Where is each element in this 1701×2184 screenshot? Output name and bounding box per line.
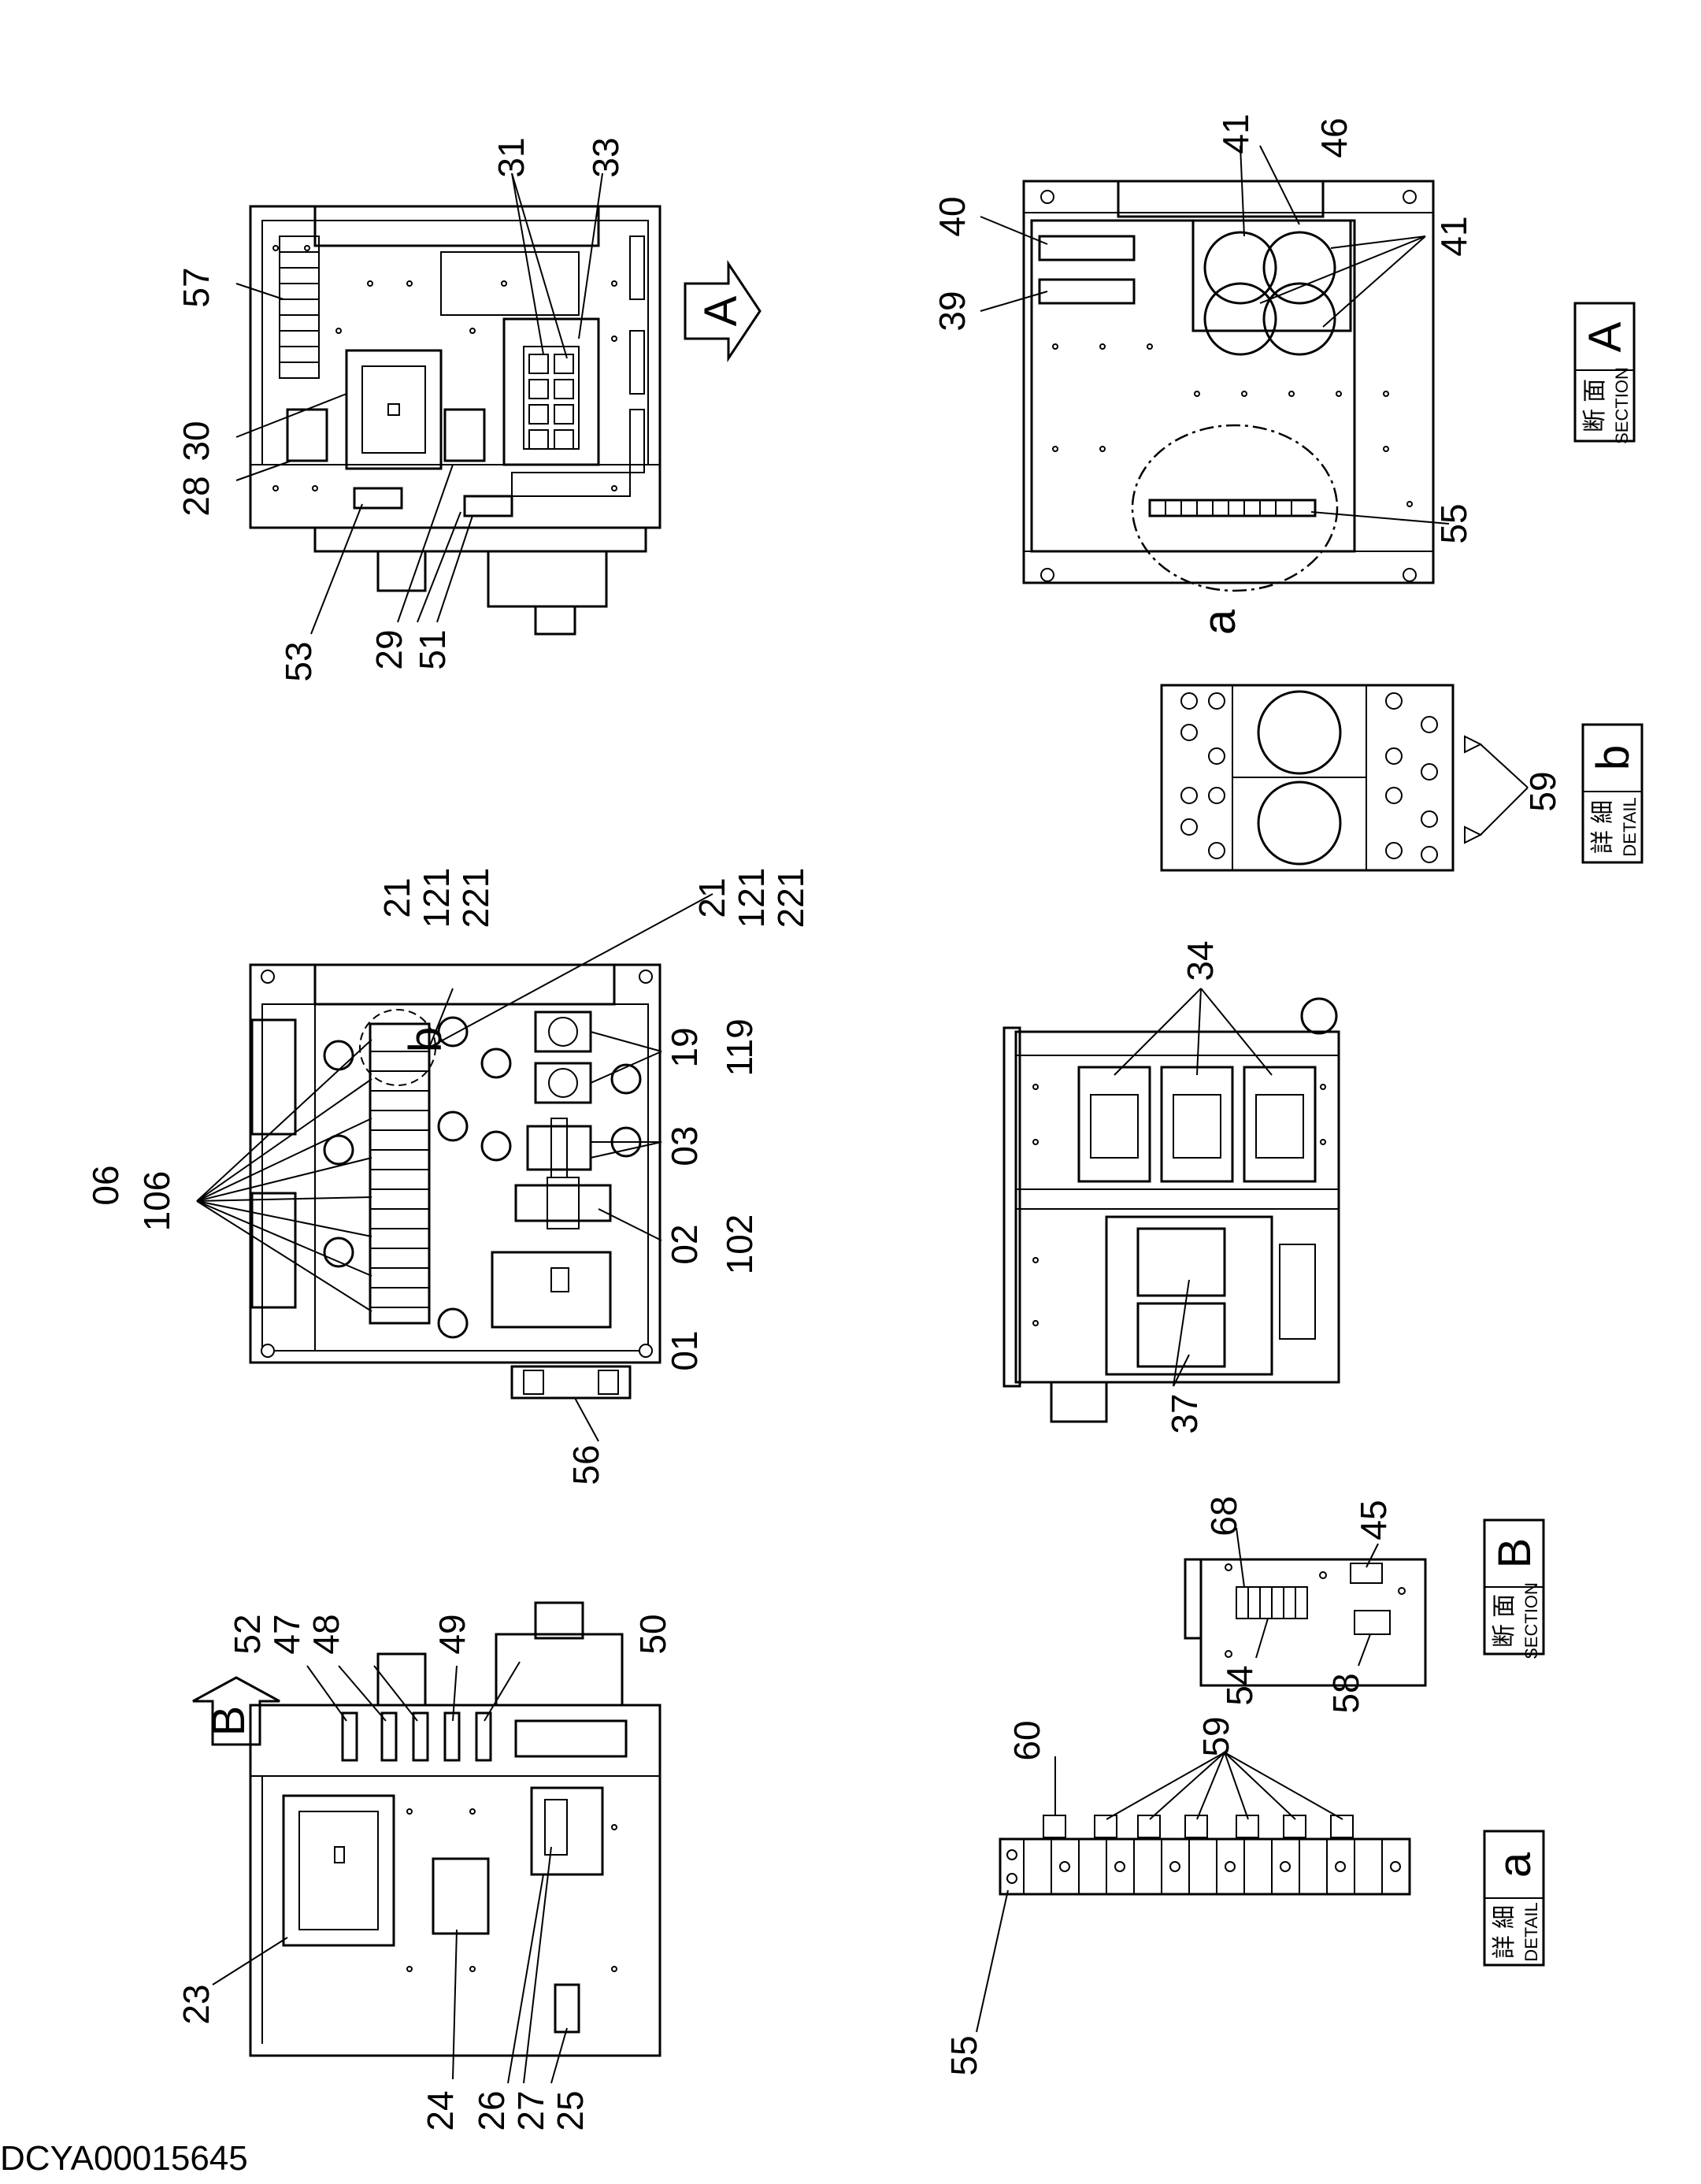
label-39: 39 <box>932 291 973 331</box>
label-25: 25 <box>550 2090 591 2130</box>
view-middle-left <box>196 893 713 1442</box>
view-detail-a <box>976 1752 1545 2033</box>
detail-a-kanji: 詳 細 <box>1492 1905 1518 1959</box>
label-68: 68 <box>1203 1496 1244 1536</box>
view-bottom-left <box>192 1601 662 2084</box>
detail-b-en: DETAIL <box>1620 797 1640 856</box>
label-28: 28 <box>176 476 217 516</box>
label-221-right: 221 <box>770 868 811 929</box>
view-mark-A: A <box>695 295 747 326</box>
label-01: 01 <box>664 1330 705 1370</box>
label-49: 49 <box>432 1614 472 1654</box>
label-51: 51 <box>412 629 453 669</box>
label-33: 33 <box>585 137 626 177</box>
label-57: 57 <box>176 267 217 307</box>
label-02: 02 <box>664 1224 705 1264</box>
label-106: 106 <box>136 1171 177 1232</box>
label-45: 45 <box>1353 1500 1394 1540</box>
label-40: 40 <box>932 196 973 236</box>
label-30: 30 <box>176 421 217 461</box>
view-mark-b-circle: b <box>400 1027 451 1052</box>
label-119: 119 <box>719 1018 760 1076</box>
label-23: 23 <box>176 1984 217 2024</box>
view-detail-b <box>1160 684 1644 872</box>
label-21-right: 21 <box>691 877 732 918</box>
label-34: 34 <box>1180 940 1221 981</box>
label-102: 102 <box>719 1214 760 1275</box>
view-middle-right <box>1002 988 1340 1423</box>
section-a-en: SECTION <box>1612 367 1632 444</box>
section-b-letter: B <box>1489 1538 1540 1569</box>
label-121-left: 121 <box>416 868 457 929</box>
view-section-b <box>1184 1518 1545 1687</box>
label-37: 37 <box>1164 1393 1205 1433</box>
section-a-box <box>1573 302 1636 443</box>
section-a-kanji: 断 面 <box>1582 379 1608 432</box>
section-a-letter: A <box>1580 321 1631 352</box>
label-53: 53 <box>278 641 319 681</box>
label-59-detail-b: 59 <box>1522 771 1563 811</box>
detail-b-letter: b <box>1588 745 1639 770</box>
label-41-right: 41 <box>1433 216 1474 256</box>
label-50: 50 <box>632 1614 673 1654</box>
label-41-top: 41 <box>1215 113 1256 154</box>
view-mark-a-circle: a <box>1194 609 1245 635</box>
document-code: DCYA00015645 <box>0 2139 248 2178</box>
label-19: 19 <box>664 1027 705 1067</box>
label-56: 56 <box>565 1444 606 1485</box>
label-03: 03 <box>664 1125 705 1166</box>
label-58: 58 <box>1325 1673 1366 1713</box>
label-221-left: 221 <box>455 868 496 929</box>
label-48: 48 <box>306 1614 346 1654</box>
label-24: 24 <box>420 2090 461 2130</box>
label-60: 60 <box>1006 1720 1047 1760</box>
label-06: 06 <box>85 1165 126 1205</box>
label-27: 27 <box>510 2090 551 2130</box>
label-26: 26 <box>471 2090 512 2130</box>
section-b-en: SECTION <box>1521 1582 1541 1659</box>
label-31: 31 <box>491 137 532 177</box>
label-52: 52 <box>227 1614 268 1654</box>
label-59-detail-a: 59 <box>1195 1716 1236 1756</box>
label-55-bottom: 55 <box>943 2035 984 2075</box>
label-55-top: 55 <box>1433 503 1474 543</box>
detail-a-en: DETAIL <box>1521 1902 1541 1961</box>
detail-a-letter: a <box>1489 1852 1540 1878</box>
section-b-kanji: 断 面 <box>1492 1594 1518 1648</box>
label-29: 29 <box>369 629 410 669</box>
detail-b-kanji: 詳 細 <box>1590 800 1616 854</box>
label-21-left: 21 <box>376 877 417 918</box>
label-54: 54 <box>1219 1665 1260 1705</box>
label-47: 47 <box>266 1614 307 1654</box>
view-top-left <box>235 172 762 636</box>
label-121-right: 121 <box>731 868 772 929</box>
view-section-a <box>980 145 1450 592</box>
label-46: 46 <box>1314 117 1354 158</box>
view-mark-B: B <box>203 1706 254 1737</box>
